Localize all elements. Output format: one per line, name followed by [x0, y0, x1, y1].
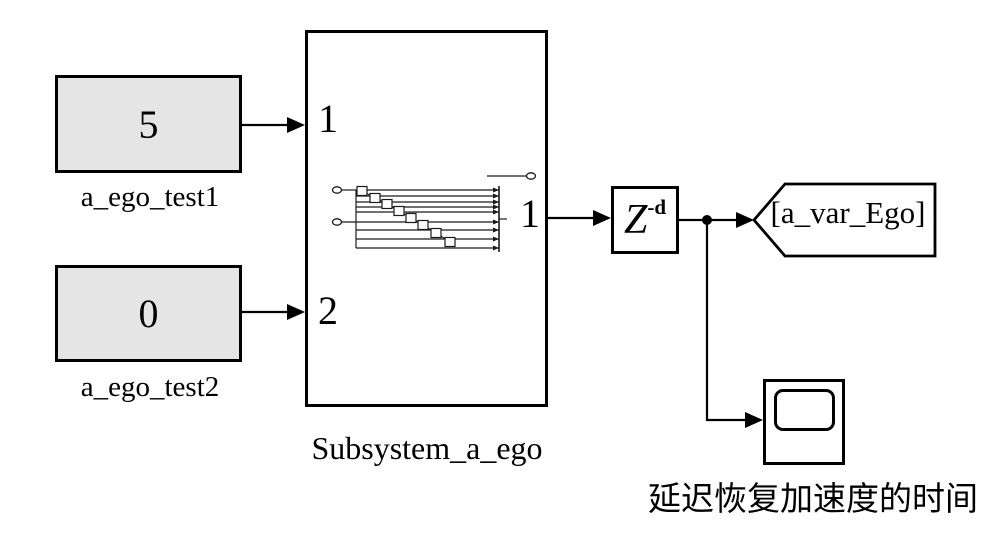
arrowhead-icon — [736, 212, 754, 228]
delay-base-text: Z — [623, 197, 648, 243]
scope-label: 延迟恢复加速度的时间 — [648, 482, 978, 518]
arrowhead-icon — [593, 210, 611, 226]
constant-1-label: a_ego_test1 — [80, 181, 220, 213]
arrowhead-icon — [287, 117, 305, 133]
scope-screen-icon — [774, 389, 835, 431]
constant-1-value: 5 — [138, 101, 159, 147]
subsystem-outport-1-label: 1 — [520, 191, 540, 236]
constant-2-value: 0 — [138, 291, 159, 336]
arrowhead-icon — [287, 304, 305, 320]
constant-2-label: a_ego_test2 — [80, 371, 220, 403]
delay-exponent-text: -d — [647, 194, 667, 219]
subsystem-inport-2-label: 2 — [318, 288, 338, 333]
branch-node-dot — [702, 215, 712, 225]
wire-branch-to-scope[interactable] — [705, 220, 748, 422]
subsystem-label: Subsystem_a_ego — [311, 430, 543, 466]
constant-block-2[interactable]: 0 — [55, 265, 242, 362]
subsystem-block[interactable]: 1 2 1 — [305, 30, 548, 407]
arrowhead-icon — [745, 412, 763, 428]
subsystem-inport-1-label: 1 — [318, 96, 338, 141]
scope-block[interactable] — [763, 379, 845, 465]
delay-block[interactable]: Z-d — [611, 186, 679, 254]
constant-block-1[interactable]: 5 — [55, 75, 242, 173]
goto-tag-label: [a_var_Ego] — [770, 195, 926, 230]
